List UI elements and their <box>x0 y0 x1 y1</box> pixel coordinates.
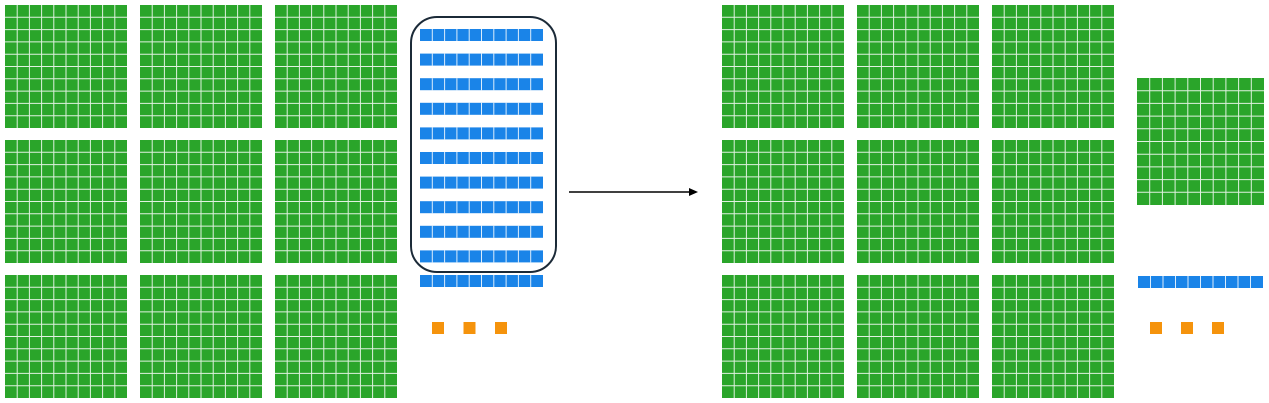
one-cube <box>1150 322 1162 334</box>
ten-rod <box>420 201 543 214</box>
hundred-square <box>275 5 397 128</box>
hundred-square <box>5 5 127 128</box>
ten-rod <box>420 78 543 91</box>
hundred-square <box>992 275 1114 398</box>
ten-rod <box>420 53 543 66</box>
one-cube <box>463 322 476 334</box>
ten-rod <box>420 127 543 140</box>
hundred-square <box>5 140 127 263</box>
hundred-square <box>275 275 397 398</box>
hundred-square <box>992 140 1114 263</box>
ten-rod <box>1138 276 1263 288</box>
hundred-square <box>275 140 397 263</box>
one-cube <box>432 322 444 334</box>
ten-rod <box>420 176 543 189</box>
hundred-square <box>722 275 844 398</box>
hundred-square <box>857 140 979 263</box>
hundred-square <box>722 5 844 128</box>
one-cube <box>495 322 507 334</box>
hundred-square <box>140 275 262 398</box>
hundred-square <box>140 140 262 263</box>
one-cube <box>1212 322 1224 334</box>
after-regrouping <box>722 5 1264 398</box>
hundred-square <box>140 5 262 128</box>
hundred-square <box>992 5 1114 128</box>
hundred-square <box>5 275 127 398</box>
group-outline <box>410 16 557 273</box>
ten-rod <box>420 152 543 164</box>
hundred-square <box>722 140 844 263</box>
arrow-head <box>689 188 698 196</box>
right-arrow-icon <box>569 188 698 196</box>
hundred-square <box>857 5 979 128</box>
hundred-square <box>1137 78 1264 205</box>
ten-rod <box>420 102 543 115</box>
ten-rod <box>420 250 543 263</box>
ten-rod <box>420 29 543 41</box>
one-cube <box>1181 322 1193 334</box>
hundred-square <box>857 275 979 398</box>
ten-rod <box>420 225 543 238</box>
ten-rod <box>420 275 543 287</box>
before-regrouping <box>5 5 557 398</box>
